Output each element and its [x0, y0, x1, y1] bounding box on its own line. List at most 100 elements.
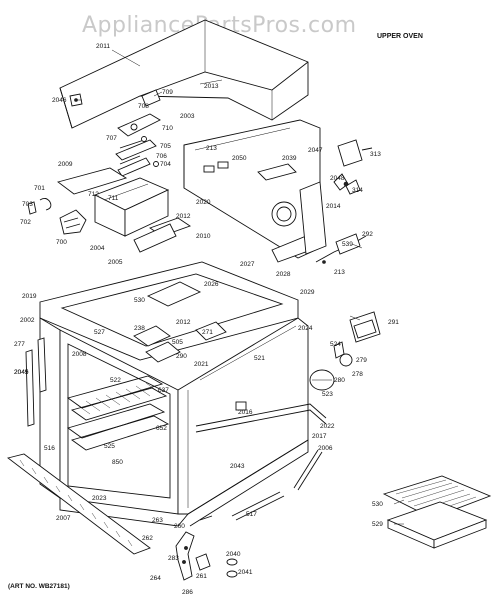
part-label: 260 — [174, 523, 185, 530]
part-label: 271 — [202, 329, 213, 336]
part-label: 279 — [356, 357, 367, 364]
part-label: 277 — [14, 341, 25, 348]
part-label: 704 — [160, 161, 171, 168]
diagram-header: UPPER OVEN — [377, 33, 423, 40]
igniter-part — [27, 197, 87, 235]
part-label: 278 — [352, 371, 363, 378]
part-label: 705 — [160, 143, 171, 150]
left-panel-part — [56, 167, 128, 195]
part-label: 2028 — [276, 271, 291, 278]
bake-burner-part — [195, 403, 327, 491]
door-hinge-part — [175, 515, 213, 581]
part-label: 2029 — [300, 289, 315, 296]
side-trim-part — [25, 337, 47, 427]
part-label: 516 — [44, 445, 55, 452]
leader-lines — [76, 49, 405, 525]
part-label: 703 — [22, 201, 33, 208]
bake-baffle-part — [133, 281, 227, 363]
part-label: 517 — [246, 511, 257, 518]
light-assembly-part — [309, 311, 381, 391]
part-label: 2047 — [308, 147, 323, 154]
part-label: 505 — [172, 339, 183, 346]
part-label: 2002 — [20, 317, 35, 324]
oven-rack-part — [66, 375, 170, 451]
part-label: 523 — [322, 391, 333, 398]
part-label: 2048 — [330, 175, 345, 182]
part-label: 850 — [112, 459, 123, 466]
part-label: 2011 — [96, 43, 110, 50]
part-label: 701 — [34, 185, 45, 192]
part-label: 2012 — [176, 319, 191, 326]
part-label: 527 — [94, 329, 105, 336]
part-label: 2006 — [318, 445, 333, 452]
part-label: 264 — [150, 575, 161, 582]
part-label: 2043 — [230, 463, 245, 470]
convection-fan-part — [333, 139, 373, 195]
part-label: 2039 — [282, 155, 297, 162]
meat-probe-part — [315, 233, 367, 264]
part-label: 2003 — [180, 113, 195, 120]
part-label: 2007 — [56, 515, 71, 522]
part-label: 712 — [88, 191, 99, 198]
part-label: 2017 — [312, 433, 327, 440]
part-labels: 2011 2013 2046 709 708 710 707 705 704 7… — [14, 43, 399, 596]
part-label: 2022 — [320, 423, 335, 430]
part-label: 652 — [156, 425, 167, 432]
part-label: 2013 — [204, 83, 219, 90]
part-label: 2014 — [326, 203, 341, 210]
part-label: 524 — [330, 341, 341, 348]
part-label: 261 — [196, 573, 207, 580]
part-label: 262 — [142, 535, 153, 542]
part-label: 711 — [108, 195, 119, 202]
part-label: 530 — [372, 501, 383, 508]
top-shroud-part — [59, 19, 309, 129]
part-label: 313 — [370, 151, 381, 158]
part-label: 2010 — [196, 233, 211, 240]
part-label: 213 — [334, 269, 345, 276]
part-label: 2009 — [58, 161, 73, 168]
part-label: 2024 — [298, 325, 313, 332]
art-number: (ART NO. WB27181) — [8, 583, 70, 590]
part-label: 707 — [106, 135, 117, 142]
part-label: 2026 — [204, 281, 219, 288]
part-label: 2020 — [196, 199, 211, 206]
part-label: 283 — [168, 555, 179, 562]
part-label: 708 — [138, 103, 149, 110]
part-label: 280 — [334, 377, 345, 384]
part-label: 2005 — [108, 259, 123, 266]
part-label: 709 — [162, 89, 173, 96]
part-label: 2046 — [52, 97, 67, 104]
side-bracket-part — [299, 181, 327, 255]
bottom-element-part — [231, 491, 285, 521]
broiler-pan-part — [382, 475, 492, 549]
part-label: 2023 — [92, 495, 107, 502]
part-label: 702 — [20, 219, 31, 226]
part-label: 263 — [152, 517, 163, 524]
rear-wall-part — [183, 119, 321, 259]
part-label: 2004 — [90, 245, 105, 252]
part-label: 2012 — [176, 213, 191, 220]
part-label: 286 — [182, 589, 193, 596]
part-label: 521 — [254, 355, 265, 362]
part-label: 290 — [176, 353, 187, 360]
control-bracket-part — [115, 89, 161, 177]
part-label: 2027 — [240, 261, 255, 268]
part-label: 525 — [104, 443, 115, 450]
part-label: 238 — [134, 325, 145, 332]
part-label: 706 — [156, 153, 167, 160]
fastener-part — [226, 558, 238, 578]
burner-box-part — [93, 177, 191, 253]
part-label: 2041 — [238, 569, 253, 576]
part-label: 700 — [56, 239, 67, 246]
part-label: 2008 — [72, 351, 87, 358]
part-label: 529 — [372, 521, 383, 528]
part-label: 2021 — [194, 361, 209, 368]
part-label: 710 — [162, 125, 173, 132]
part-label: 637 — [158, 387, 169, 394]
kick-panel-part — [6, 453, 151, 555]
part-label: 292 — [362, 231, 373, 238]
part-label: 213 — [206, 145, 217, 152]
part-label: 539 — [342, 241, 353, 248]
part-label: 2049 — [14, 369, 29, 376]
